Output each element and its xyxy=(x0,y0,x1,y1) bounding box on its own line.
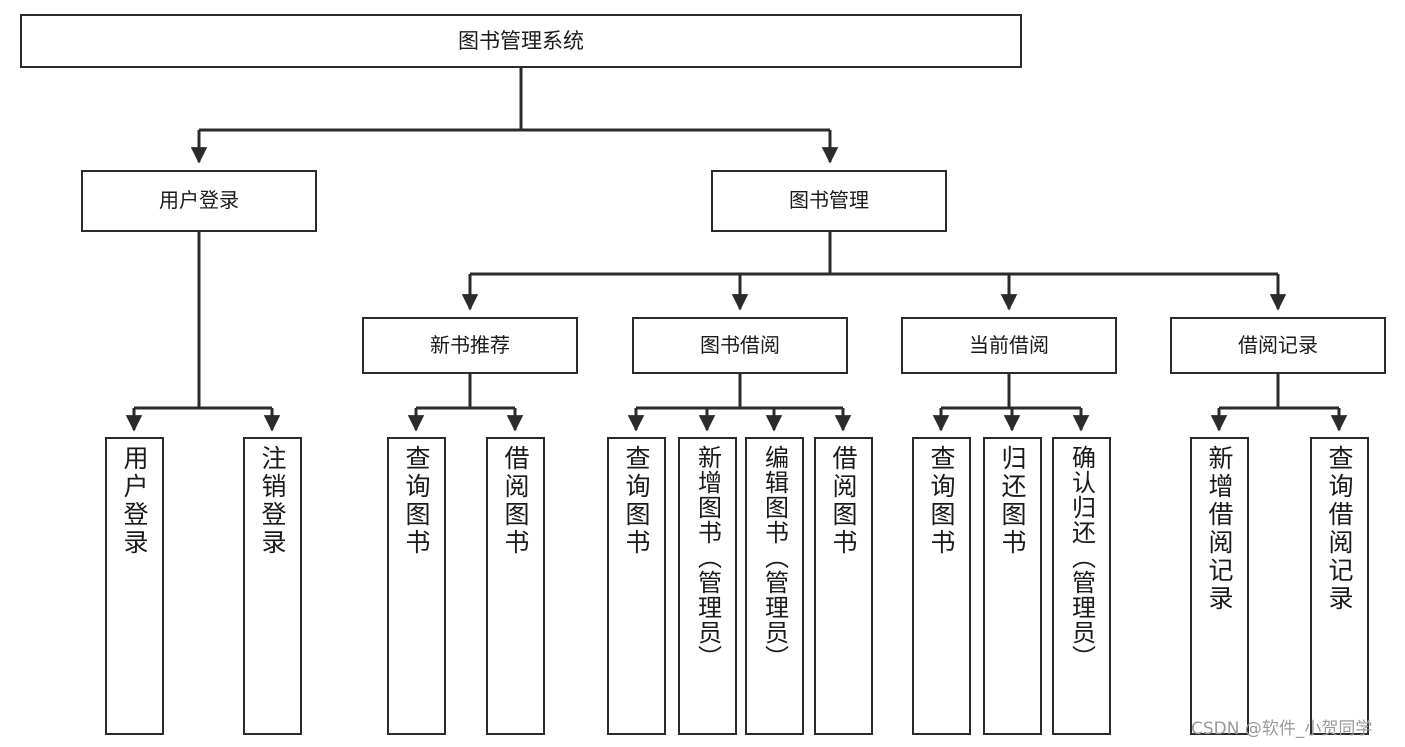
node-label: 确认归还（管理员） xyxy=(1067,445,1096,670)
leaf-query-book-3[interactable]: 查询图书 xyxy=(912,437,971,735)
node-label: 新增借阅记录 xyxy=(1205,445,1234,613)
node-current-borrow[interactable]: 当前借阅 xyxy=(901,317,1117,374)
node-label: 用户登录 xyxy=(159,188,239,213)
node-new-book-rec[interactable]: 新书推荐 xyxy=(362,317,578,374)
leaf-query-record[interactable]: 查询借阅记录 xyxy=(1310,437,1369,735)
node-label: 用户登录 xyxy=(120,445,149,557)
node-label: 图书管理 xyxy=(789,188,869,213)
node-user-login[interactable]: 用户登录 xyxy=(81,170,317,232)
leaf-confirm-return[interactable]: 确认归还（管理员） xyxy=(1052,437,1111,735)
node-label: 借阅图书 xyxy=(501,445,530,557)
node-borrow-record[interactable]: 借阅记录 xyxy=(1170,317,1386,374)
node-label: 查询图书 xyxy=(927,445,956,557)
leaf-user-login[interactable]: 用户登录 xyxy=(105,437,164,735)
leaf-borrow-book-2[interactable]: 借阅图书 xyxy=(814,437,873,735)
watermark-text: CSDN @软件_小贺同学 xyxy=(1191,719,1373,739)
leaf-add-record[interactable]: 新增借阅记录 xyxy=(1190,437,1249,735)
leaf-borrow-book-1[interactable]: 借阅图书 xyxy=(486,437,545,735)
node-book-mgmt[interactable]: 图书管理 xyxy=(711,170,947,232)
node-root-system[interactable]: 图书管理系统 xyxy=(20,14,1022,68)
node-label: 当前借阅 xyxy=(969,332,1049,357)
node-label: 归还图书 xyxy=(998,445,1027,557)
node-label: 新增图书（管理员） xyxy=(693,445,722,670)
leaf-logout-login[interactable]: 注销登录 xyxy=(243,437,302,735)
node-label: 借阅记录 xyxy=(1238,332,1318,357)
node-book-borrow[interactable]: 图书借阅 xyxy=(632,317,848,374)
node-label: 新书推荐 xyxy=(430,332,510,357)
leaf-query-book-2[interactable]: 查询图书 xyxy=(607,437,666,735)
node-label: 图书借阅 xyxy=(700,332,780,357)
node-label: 查询借阅记录 xyxy=(1325,445,1354,613)
node-label: 编辑图书（管理员） xyxy=(760,445,789,670)
node-label: 查询图书 xyxy=(402,445,431,557)
node-label: 查询图书 xyxy=(622,445,651,557)
leaf-return-book[interactable]: 归还图书 xyxy=(983,437,1042,735)
node-label: 图书管理系统 xyxy=(458,28,584,53)
leaf-query-book-1[interactable]: 查询图书 xyxy=(387,437,446,735)
leaf-add-book[interactable]: 新增图书（管理员） xyxy=(678,437,737,735)
leaf-edit-book[interactable]: 编辑图书（管理员） xyxy=(745,437,804,735)
node-label: 借阅图书 xyxy=(829,445,858,557)
node-label: 注销登录 xyxy=(258,445,287,557)
